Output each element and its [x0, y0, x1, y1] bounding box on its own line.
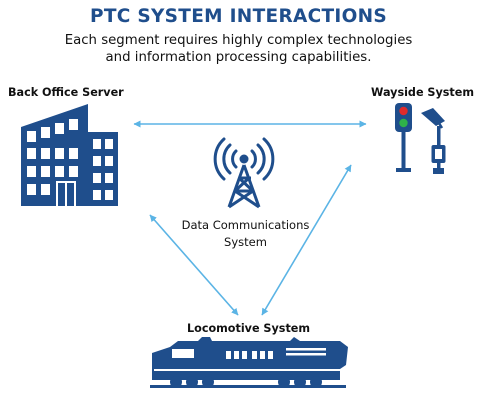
office-building-icon — [21, 104, 118, 206]
radio-tower-icon — [213, 137, 275, 209]
wayside-label: Wayside System — [371, 86, 475, 99]
diagram-subtitle: Each segment requires highly complex tec… — [0, 32, 477, 66]
subtitle-line-1: Each segment requires highly complex tec… — [64, 33, 413, 48]
locomotive-icon — [150, 337, 348, 388]
diagram-title: PTC SYSTEM INTERACTIONS — [89, 6, 388, 27]
railway-signal-icon — [395, 103, 446, 174]
back-office-label: Back Office Server — [8, 86, 124, 99]
arrow-wayside-locomotive — [261, 164, 352, 316]
arrow-office-locomotive — [149, 214, 239, 316]
subtitle-line-2: and information processing capabilities. — [105, 50, 372, 65]
locomotive-label: Locomotive System — [187, 322, 311, 335]
